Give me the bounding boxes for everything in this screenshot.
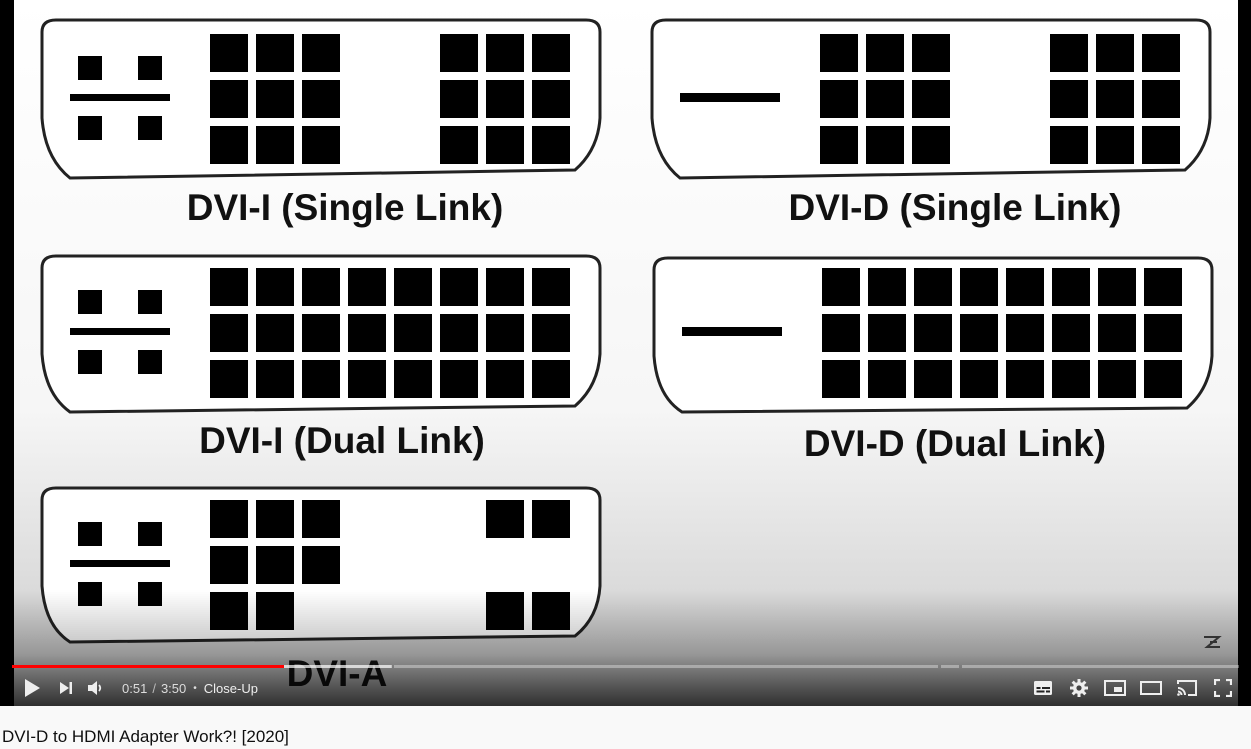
current-time: 0:51 [122, 680, 148, 696]
fullscreen-icon [1214, 679, 1232, 697]
play-icon [25, 679, 40, 697]
player-controls: 0:51 / 3:50 • Close-Up [0, 670, 1251, 706]
label-dvi-d-dual: DVI-D (Dual Link) [804, 423, 1106, 464]
dvi-i-single-link-connector [40, 18, 602, 180]
dvi-a-connector [40, 486, 602, 644]
progress-chapter-4[interactable] [941, 665, 959, 668]
progress-chapter-3[interactable] [394, 665, 938, 668]
channel-watermark[interactable] [1201, 634, 1223, 650]
miniplayer-icon [1104, 680, 1126, 696]
progress-chapter-5[interactable] [962, 665, 1239, 668]
next-button[interactable] [52, 670, 80, 706]
progress-played [12, 665, 284, 668]
cast-button[interactable] [1170, 670, 1204, 706]
time-separator: / [152, 680, 156, 696]
mute-button[interactable] [82, 670, 110, 706]
video-title: DVI-D to HDMI Adapter Work?! [2020] [2, 727, 289, 746]
subtitles-button[interactable] [1026, 670, 1060, 706]
chapter-separator: • [193, 682, 197, 694]
theater-mode-icon [1140, 681, 1162, 695]
settings-icon [1070, 679, 1088, 697]
dvi-i-dual-link-connector [40, 254, 602, 414]
fullscreen-button[interactable] [1206, 670, 1240, 706]
label-dvi-i-dual: DVI-I (Dual Link) [199, 420, 485, 461]
chapter-title[interactable]: Close-Up [203, 680, 258, 696]
settings-button[interactable] [1062, 670, 1096, 706]
theater-mode-button[interactable] [1134, 670, 1168, 706]
subtitles-icon [1034, 681, 1052, 695]
label-dvi-i-single: DVI-I (Single Link) [187, 187, 504, 228]
next-icon [60, 682, 72, 694]
duration: 3:50 [160, 680, 187, 696]
dvi-d-single-link-connector [650, 18, 1212, 180]
volume-icon [88, 681, 102, 695]
time-display: 0:51 / 3:50 • Close-Up [122, 670, 258, 706]
video-player[interactable]: DVI-I (Single Link) DVI-D (Single Link) [0, 0, 1251, 706]
label-dvi-d-single: DVI-D (Single Link) [789, 187, 1122, 228]
miniplayer-button[interactable] [1098, 670, 1132, 706]
video-frame[interactable]: DVI-I (Single Link) DVI-D (Single Link) [0, 0, 1251, 706]
progress-bar[interactable] [12, 664, 1239, 669]
play-button[interactable] [14, 670, 50, 706]
dvi-d-dual-link-connector [652, 256, 1214, 414]
cast-icon [1177, 680, 1197, 696]
